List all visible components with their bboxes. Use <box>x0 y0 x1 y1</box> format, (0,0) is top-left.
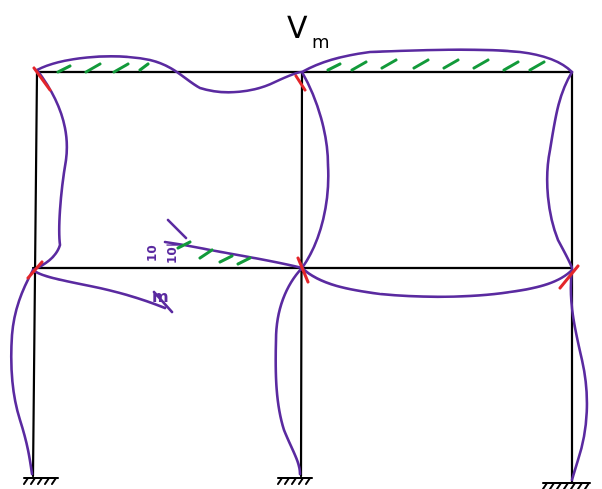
left-column <box>31 70 39 478</box>
joint-mark-top-center <box>294 74 307 92</box>
deflected-upper-right-column <box>545 70 574 270</box>
deflected-top-left-beam <box>35 55 304 94</box>
joint-marks <box>26 66 580 290</box>
deflected-lower-right-column <box>569 268 589 482</box>
section-label-fraction: 10| <box>165 243 179 264</box>
section-label-right: m <box>152 287 169 306</box>
labels: V m 10 10| m <box>145 11 330 306</box>
deflected-lower-center-column <box>274 266 304 476</box>
frame-members <box>31 70 574 484</box>
section-cut-upper <box>166 218 188 240</box>
deflected-mid-right-beam <box>300 266 574 299</box>
moment-hatching <box>56 58 546 266</box>
deflected-shape <box>9 48 589 482</box>
hatch-top-right <box>326 58 546 72</box>
hatch-top-left <box>56 62 150 74</box>
top-label-subscript: m <box>312 32 330 53</box>
deflected-mid-left-beam <box>31 268 167 310</box>
top-label-v: V <box>287 11 308 46</box>
section-cut-lower <box>152 290 174 314</box>
deflected-upper-left-column <box>31 68 69 272</box>
deflected-top-right-beam <box>300 48 574 74</box>
right-fixed-support <box>542 482 591 489</box>
joint-mark-mid-right <box>558 264 580 290</box>
joint-mark-mid-center <box>296 256 310 284</box>
deflected-mid-left-beam-right <box>163 240 304 270</box>
deflected-upper-center-column <box>300 70 330 270</box>
center-fixed-support <box>277 477 313 485</box>
joint-mark-mid-left <box>26 260 44 280</box>
hatch-mid-left <box>176 240 252 266</box>
deflected-lower-left-column <box>9 268 35 476</box>
left-fixed-support <box>23 477 59 485</box>
joint-mark-top-left <box>32 66 52 92</box>
section-label-left: 10 <box>145 245 159 262</box>
center-column <box>299 70 304 478</box>
